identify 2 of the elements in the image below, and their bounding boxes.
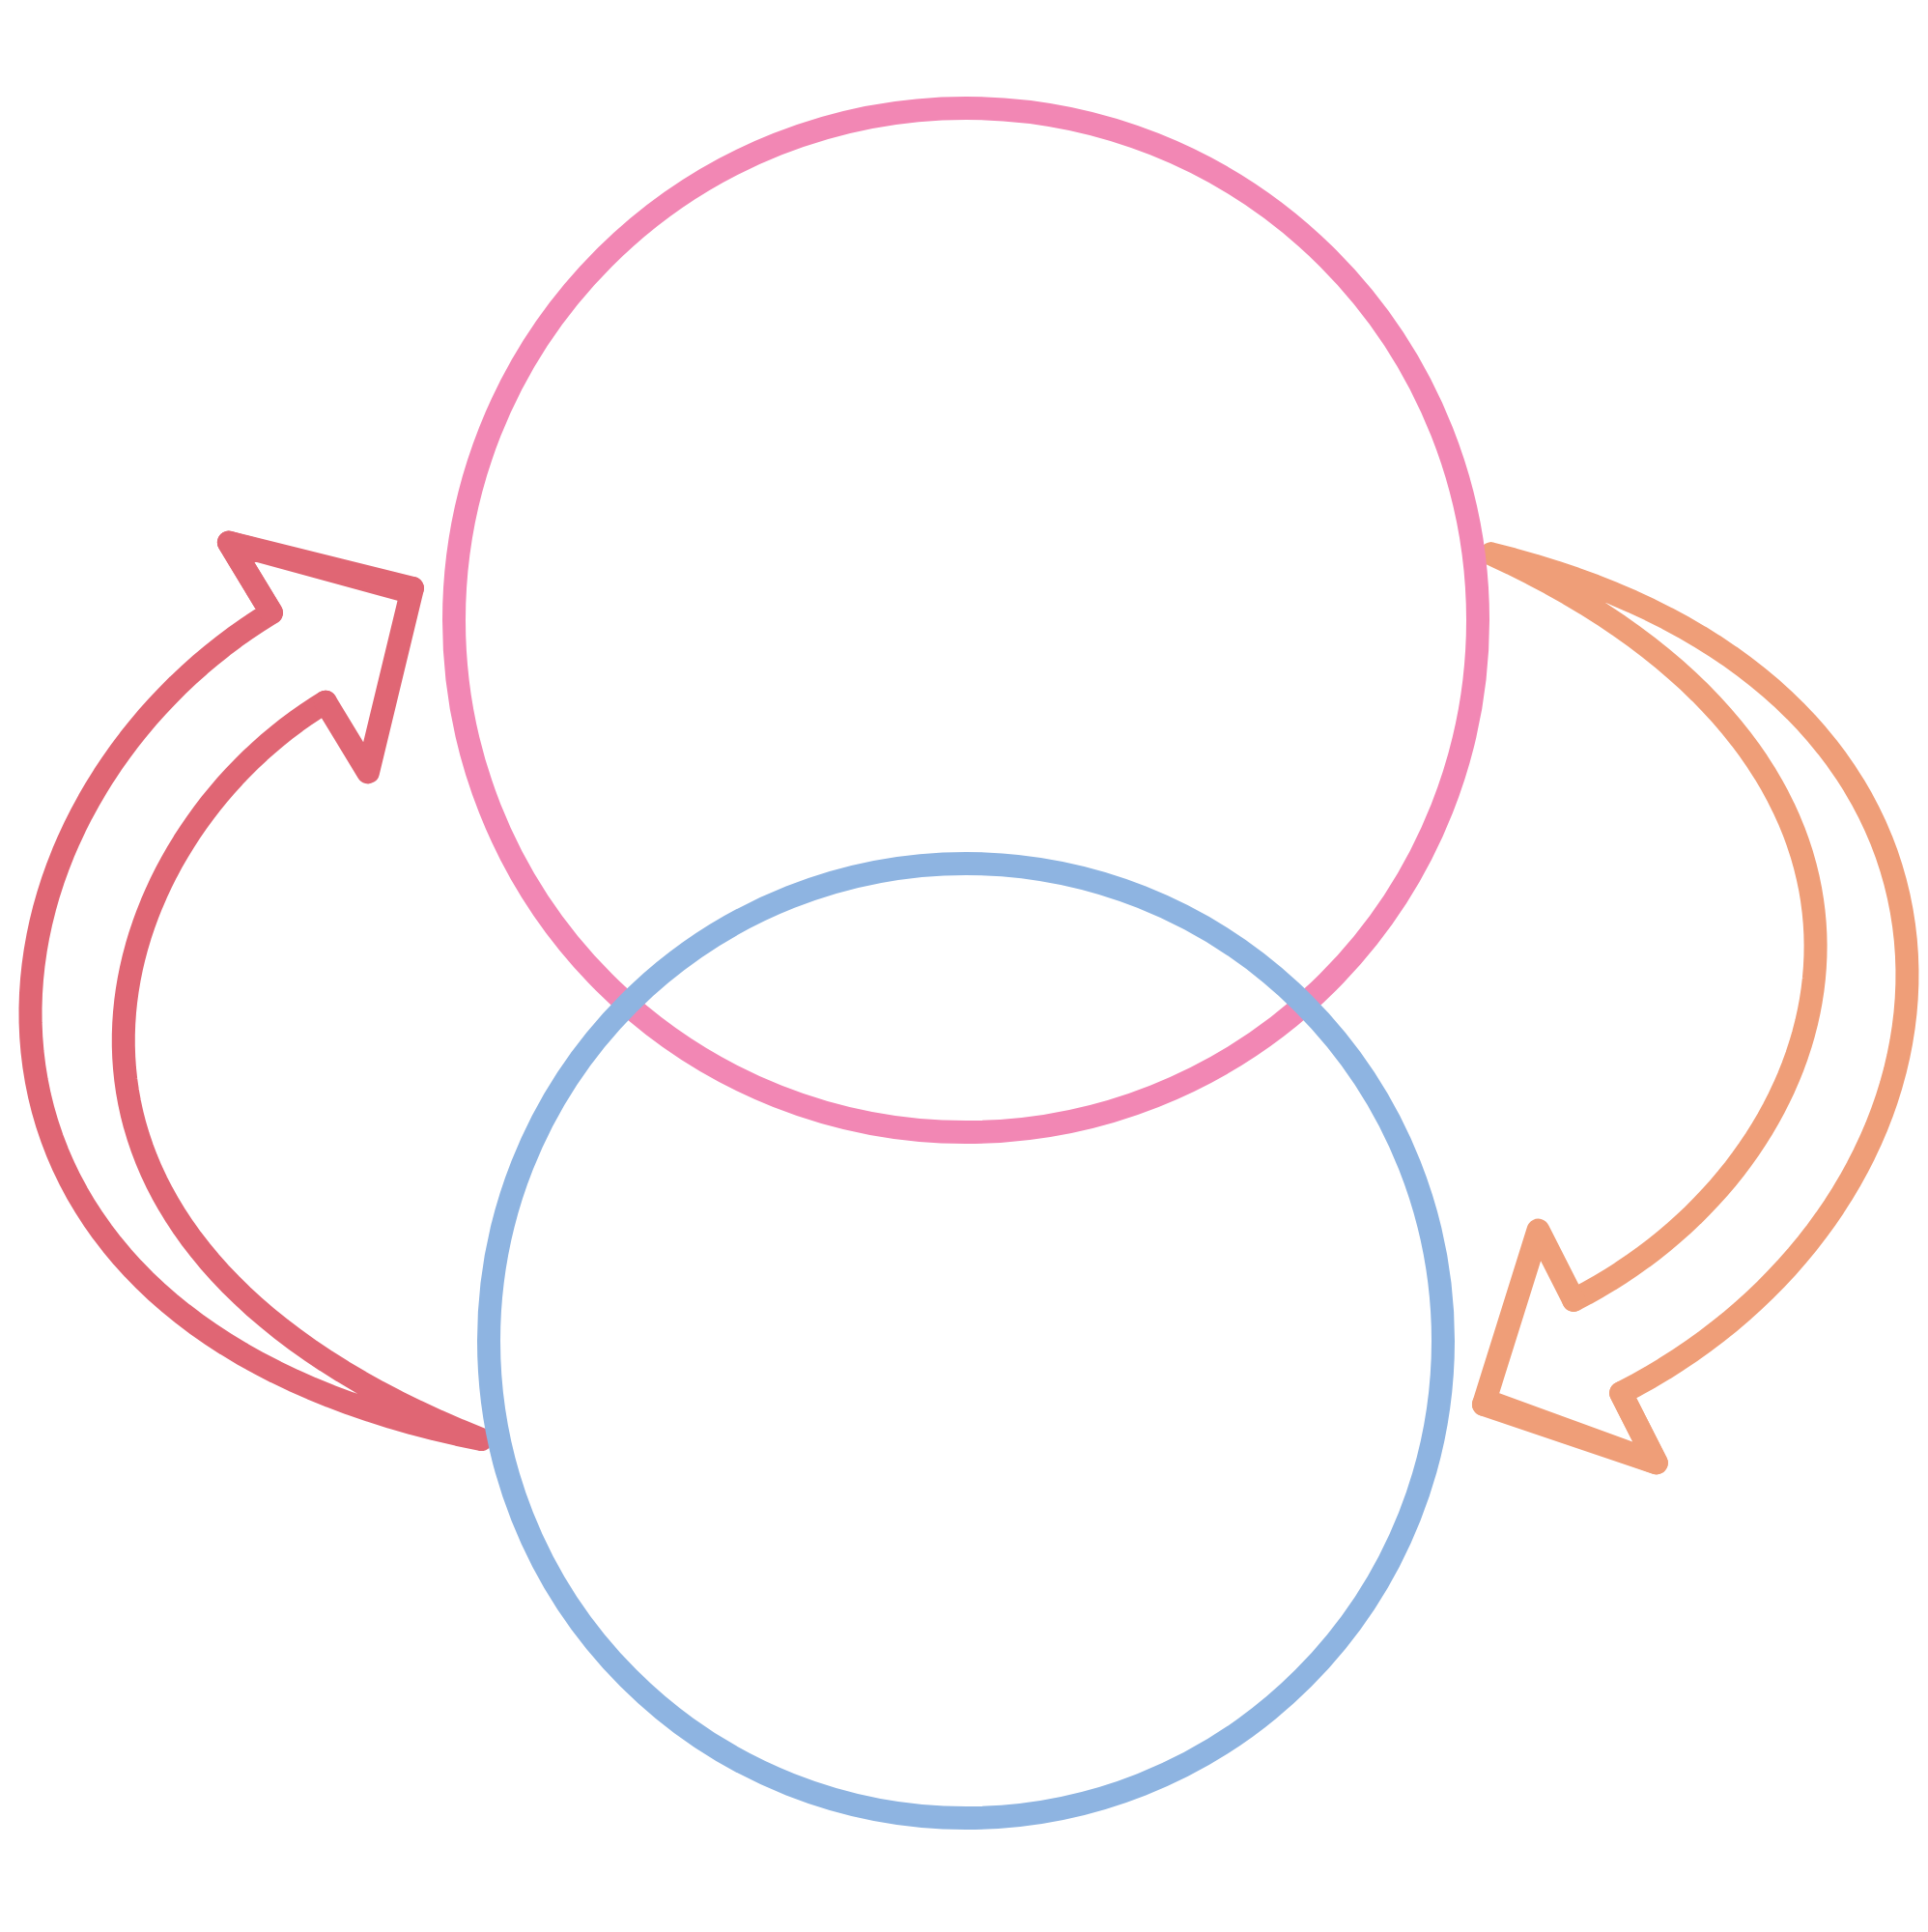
circle-outline: [442, 97, 1489, 1144]
circle-outline: [477, 852, 1455, 1830]
